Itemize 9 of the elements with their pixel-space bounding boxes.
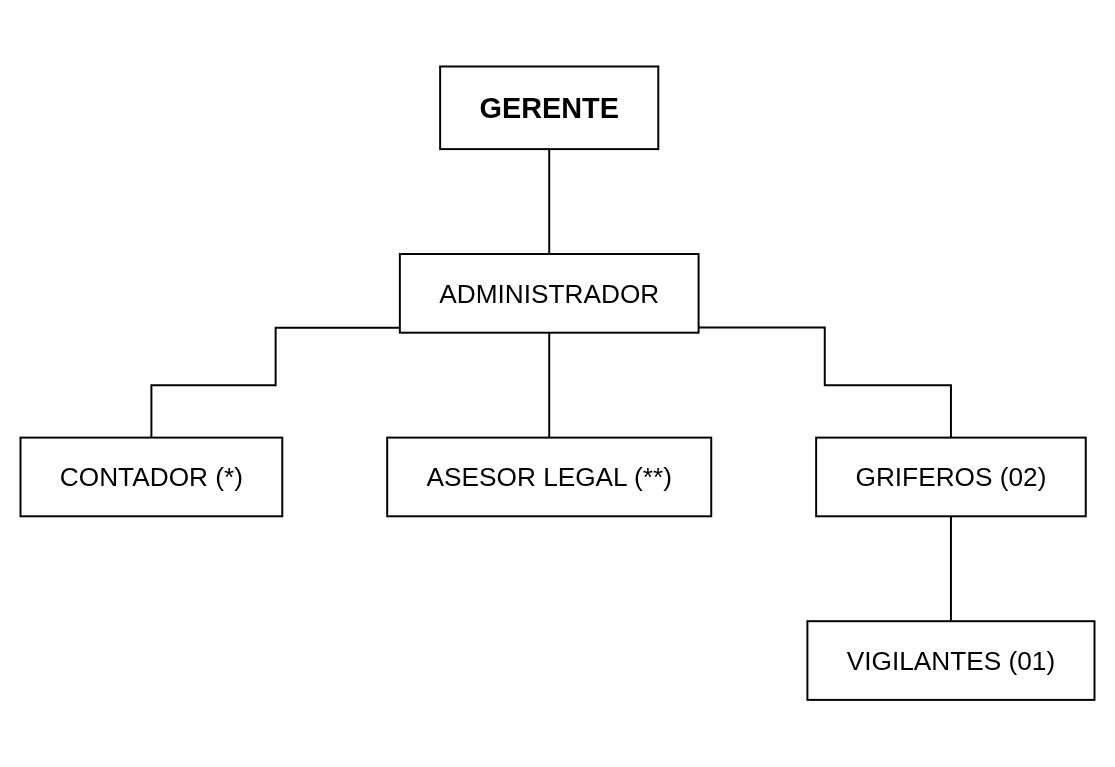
node-box: GERENTE — [439, 65, 660, 151]
node-box: ASESOR LEGAL (**) — [386, 436, 713, 518]
connector — [949, 515, 952, 623]
node-box: CONTADOR (*) — [19, 436, 284, 518]
node-box: ADMINISTRADOR — [398, 253, 700, 334]
connector — [548, 148, 551, 256]
node-box: GRIFEROS (02) — [815, 436, 1087, 518]
connector — [548, 332, 551, 439]
node-box: VIGILANTES (01) — [806, 620, 1096, 702]
